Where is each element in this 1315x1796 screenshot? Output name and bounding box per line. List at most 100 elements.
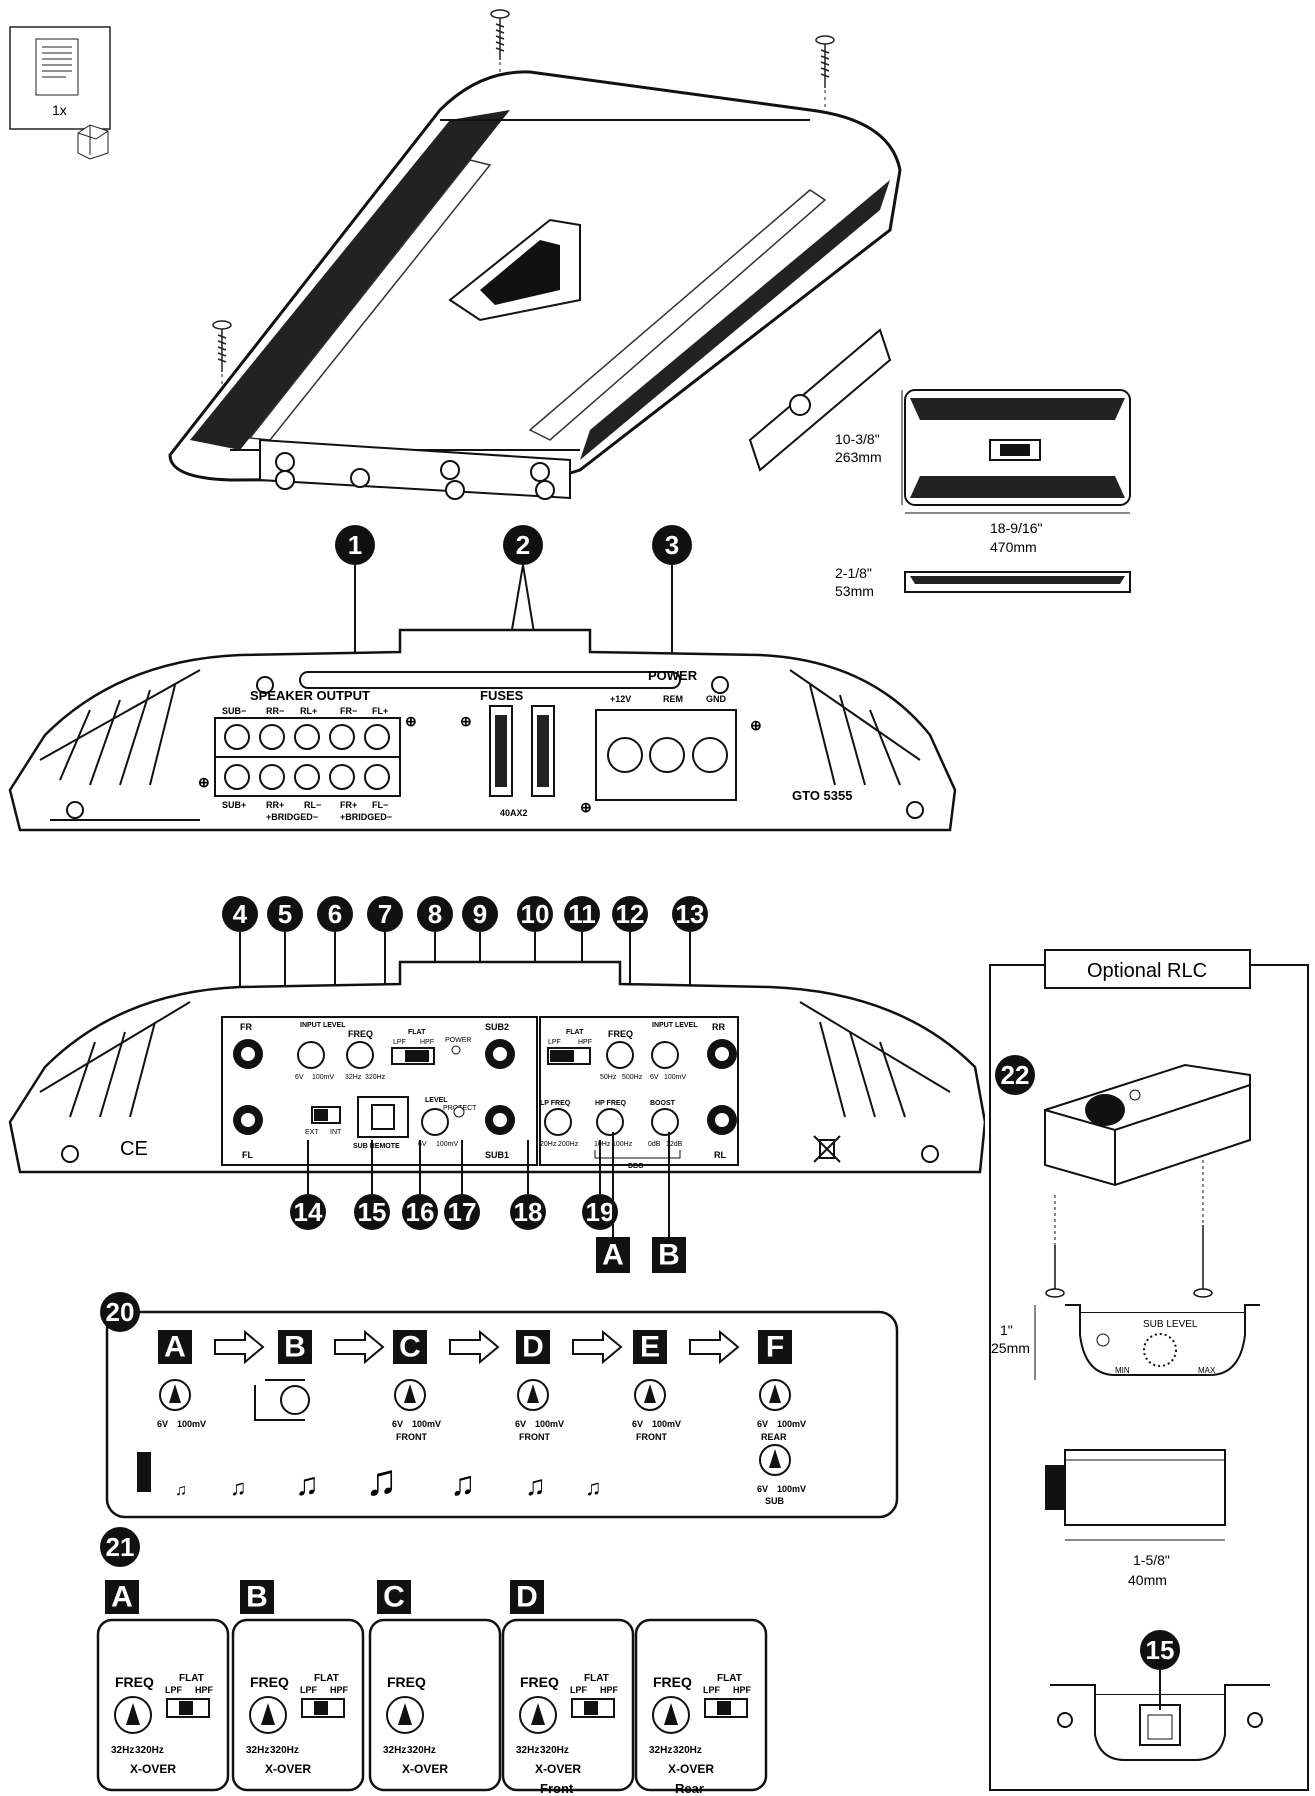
svg-text:FREQ: FREQ xyxy=(115,1674,154,1690)
svg-text:⊕: ⊕ xyxy=(460,713,472,729)
svg-text:320Hz: 320Hz xyxy=(135,1745,164,1756)
svg-text:MAX: MAX xyxy=(1198,1366,1216,1375)
music-note-icon: ♫ xyxy=(175,1482,187,1499)
top-height-mm: 263mm xyxy=(835,449,882,465)
model-label: GTO 5355 xyxy=(792,788,852,803)
callout-19: 19 xyxy=(582,1194,618,1230)
svg-text:X-OVER: X-OVER xyxy=(265,1762,311,1776)
svg-text:100mV: 100mV xyxy=(535,1419,564,1429)
svg-text:HPF: HPF xyxy=(420,1039,434,1046)
svg-text:0dB: 0dB xyxy=(648,1141,661,1148)
svg-text:FLAT: FLAT xyxy=(314,1673,339,1684)
power-label: POWER xyxy=(648,668,698,683)
svg-text:10Hz: 10Hz xyxy=(594,1141,611,1148)
svg-text:BOOST: BOOST xyxy=(650,1100,676,1107)
rlc-height: 1" xyxy=(1000,1322,1013,1338)
callout-15-rlc: 15 xyxy=(1140,1630,1180,1670)
front-label: Front xyxy=(540,1781,574,1795)
svg-text:15: 15 xyxy=(358,1197,387,1227)
callout-15: 15 xyxy=(354,1194,390,1230)
svg-text:10: 10 xyxy=(521,899,550,929)
svg-text:X-OVER: X-OVER xyxy=(130,1762,176,1776)
ce-mark: CE xyxy=(120,1138,148,1160)
svg-text:5: 5 xyxy=(278,899,292,929)
term-label: SUB− xyxy=(222,706,246,716)
term-label: RL− xyxy=(304,800,321,810)
svg-text:6V: 6V xyxy=(295,1074,304,1081)
svg-text:100mV: 100mV xyxy=(436,1141,459,1148)
svg-text:LPF: LPF xyxy=(548,1039,561,1046)
svg-text:X-OVER: X-OVER xyxy=(535,1762,581,1776)
callout-22: 22 xyxy=(995,1055,1035,1095)
step20-label: FRONT xyxy=(636,1432,667,1442)
svg-text:6V: 6V xyxy=(157,1419,168,1429)
bridged-label: +BRIDGED− xyxy=(340,812,392,822)
callout-9: 9 xyxy=(462,896,498,932)
svg-text:6V: 6V xyxy=(392,1419,403,1429)
svg-text:X-OVER: X-OVER xyxy=(402,1762,448,1776)
music-note-icon: ♫ xyxy=(585,1475,602,1500)
svg-text:⊕: ⊕ xyxy=(750,717,762,733)
svg-text:100mV: 100mV xyxy=(777,1484,806,1494)
svg-text:13: 13 xyxy=(676,899,705,929)
svg-text:15: 15 xyxy=(1146,1635,1175,1665)
speaker-output-label: SPEAKER OUTPUT xyxy=(250,688,370,703)
svg-text:2: 2 xyxy=(516,530,530,560)
svg-text:C: C xyxy=(399,1331,421,1364)
svg-text:HPF: HPF xyxy=(600,1685,619,1695)
svg-text:DBO: DBO xyxy=(628,1163,644,1170)
marker-b: B xyxy=(658,1239,680,1272)
callout-10: 10 xyxy=(517,896,553,932)
term-label: FR+ xyxy=(340,800,357,810)
callout-12: 12 xyxy=(612,896,648,932)
svg-text:20Hz: 20Hz xyxy=(540,1141,557,1148)
svg-text:17: 17 xyxy=(448,1197,477,1227)
rlc-sub-level: SUB LEVEL xyxy=(1143,1319,1198,1330)
svg-text:INPUT LEVEL: INPUT LEVEL xyxy=(652,1022,698,1029)
svg-text:32Hz: 32Hz xyxy=(383,1745,406,1756)
svg-text:18: 18 xyxy=(514,1197,543,1227)
rlc-depth: 1-5/8" xyxy=(1133,1552,1170,1568)
fuse-rating: 40AX2 xyxy=(500,808,528,818)
svg-text:100mV: 100mV xyxy=(412,1419,441,1429)
svg-text:3: 3 xyxy=(665,530,679,560)
fl-label: FL xyxy=(242,1150,253,1160)
step21-letter: B xyxy=(246,1581,268,1614)
callout-20: 20 xyxy=(100,1292,140,1332)
svg-text:100mV: 100mV xyxy=(664,1074,687,1081)
callout-5: 5 xyxy=(267,896,303,932)
step20-B: B xyxy=(254,1330,312,1421)
callout-11: 11 xyxy=(564,896,600,932)
svg-text:19: 19 xyxy=(586,1197,615,1227)
svg-text:LPF: LPF xyxy=(703,1685,721,1695)
svg-text:9: 9 xyxy=(473,899,487,929)
callout-8: 8 xyxy=(417,896,453,932)
svg-text:SUB REMOTE: SUB REMOTE xyxy=(353,1143,400,1150)
svg-text:⊕: ⊕ xyxy=(198,774,210,790)
music-note-icon: ♫ xyxy=(365,1456,398,1505)
svg-text:FREQ: FREQ xyxy=(608,1029,633,1039)
svg-text:11: 11 xyxy=(568,899,596,929)
svg-text:RL: RL xyxy=(714,1150,726,1160)
svg-text:100mV: 100mV xyxy=(652,1419,681,1429)
svg-text:50Hz: 50Hz xyxy=(600,1074,617,1081)
svg-text:LPF: LPF xyxy=(165,1685,183,1695)
svg-text:FLAT: FLAT xyxy=(566,1029,584,1036)
callout-14: 14 xyxy=(290,1194,326,1230)
svg-text:6V: 6V xyxy=(757,1484,768,1494)
power-term-label: +12V xyxy=(610,694,631,704)
svg-text:22: 22 xyxy=(1001,1060,1030,1090)
svg-text:POWER: POWER xyxy=(445,1037,471,1044)
step21-letter: C xyxy=(383,1581,405,1614)
svg-text:FREQ: FREQ xyxy=(520,1674,559,1690)
svg-text:4: 4 xyxy=(233,899,248,929)
svg-text:1: 1 xyxy=(348,530,362,560)
input-level-label: INPUT LEVEL xyxy=(300,1022,346,1029)
